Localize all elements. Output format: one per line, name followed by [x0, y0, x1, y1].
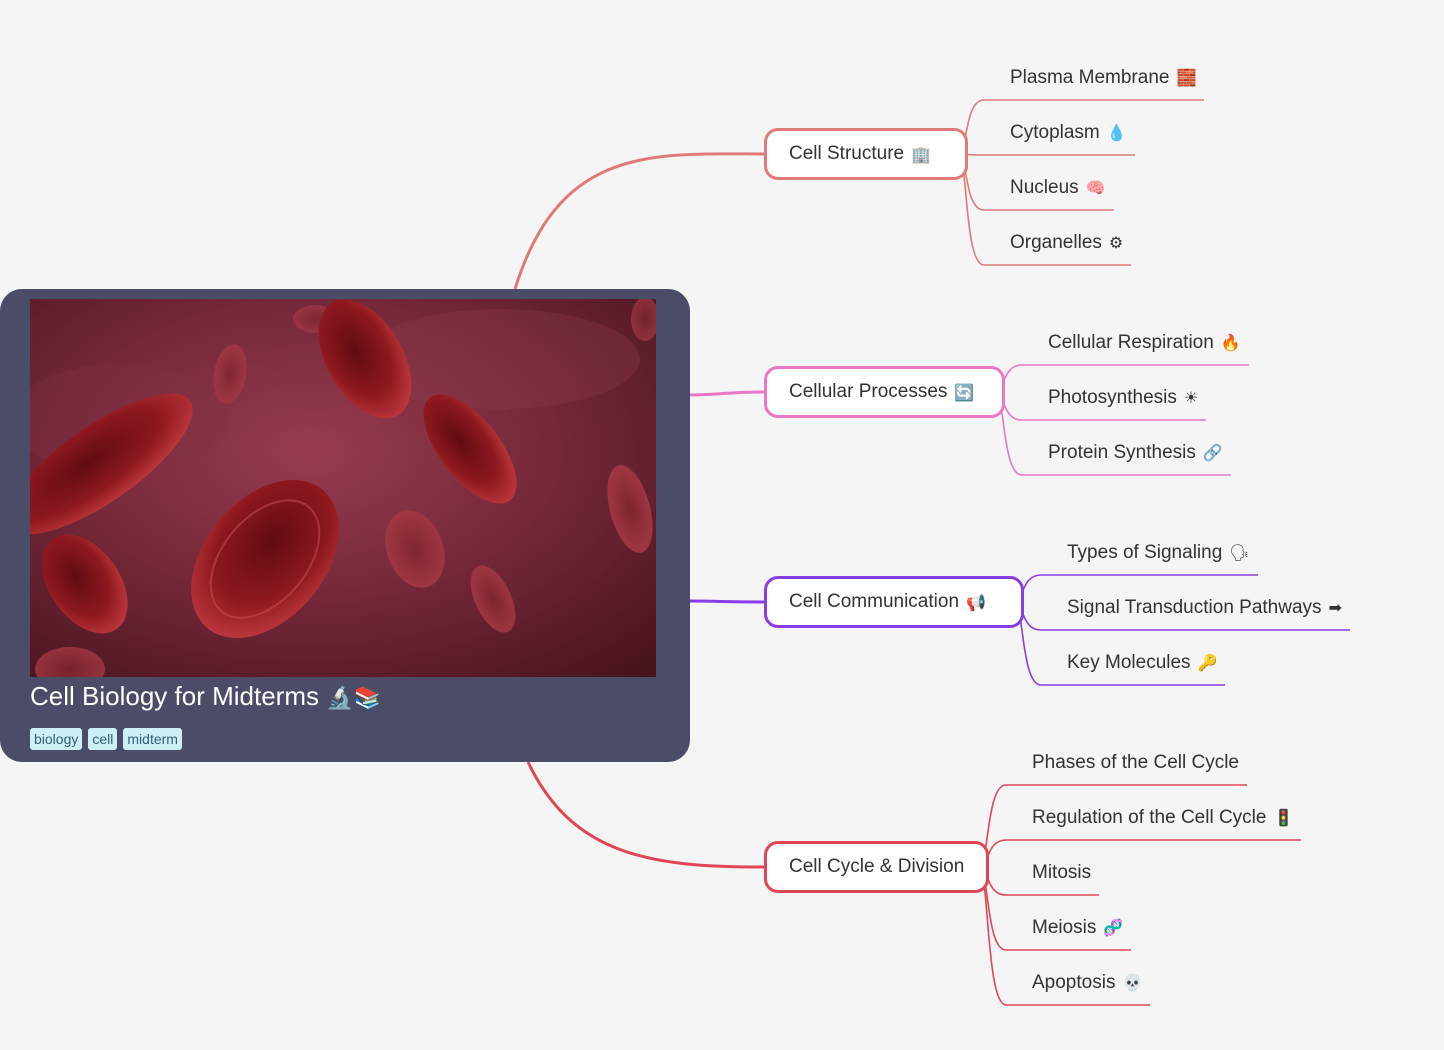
branch-label: Cell Structure: [789, 143, 905, 164]
branch-leaf-connector: [978, 839, 1301, 868]
leaf-label: Photosynthesis: [1048, 387, 1177, 408]
leaf-label: Mitosis: [1032, 862, 1092, 883]
megaphone-icon: 📢: [966, 592, 986, 612]
skull-icon: 💀: [1122, 973, 1143, 992]
sun-icon: ☀: [1183, 388, 1199, 407]
leaf-label: Phases of the Cell Cycle: [1032, 752, 1239, 773]
branch-leaf-connector: [957, 153, 1135, 156]
leaf-key-molecules[interactable]: Key Molecules 🔑: [1067, 649, 1217, 677]
root-title-text: Cell Biology for Midterms: [30, 681, 319, 711]
branch-cellular-processes[interactable]: Cellular Processes 🔄: [764, 366, 1005, 418]
brick-icon: 🧱: [1176, 68, 1197, 87]
root-title: Cell Biology for Midterms 🔬📚: [30, 679, 381, 716]
leaf-label: Apoptosis: [1032, 972, 1116, 993]
tag-list: biology cell midterm: [30, 728, 182, 750]
leaf-cytoplasm[interactable]: Cytoplasm 💧: [1010, 119, 1127, 147]
leaf-phases-of-the-cell-cycle[interactable]: Phases of the Cell Cycle: [1032, 749, 1239, 777]
branch-cell-communication[interactable]: Cell Communication 📢: [764, 576, 1024, 628]
right-arrow-icon: ➡: [1328, 598, 1342, 617]
leaf-signal-transduction-pathways[interactable]: Signal Transduction Pathways ➡: [1067, 594, 1342, 622]
leaf-label: Key Molecules: [1067, 652, 1191, 673]
leaf-mitosis[interactable]: Mitosis: [1032, 859, 1091, 887]
leaf-label: Signal Transduction Pathways: [1067, 597, 1322, 618]
fire-icon: 🔥: [1220, 333, 1241, 352]
leaf-types-of-signaling[interactable]: Types of Signaling 🗣: [1067, 539, 1250, 567]
leaf-photosynthesis[interactable]: Photosynthesis ☀: [1048, 384, 1198, 412]
droplet-icon: 💧: [1106, 123, 1127, 142]
leaf-label: Plasma Membrane: [1010, 67, 1170, 88]
dna-icon: 🧬: [1103, 918, 1124, 937]
leaf-label: Types of Signaling: [1067, 542, 1223, 563]
leaf-label: Protein Synthesis: [1048, 442, 1196, 463]
gear-icon: ⚙: [1108, 233, 1124, 252]
root-branch-connector: [689, 390, 765, 397]
building-icon: 🏢: [911, 144, 932, 164]
speaking-head-icon: 🗣: [1229, 543, 1250, 562]
branch-cell-structure[interactable]: Cell Structure 🏢: [764, 128, 968, 180]
leaf-label: Cellular Respiration: [1048, 332, 1214, 353]
brain-icon: 🧠: [1085, 178, 1106, 197]
root-branch-connector: [526, 761, 765, 869]
leaf-apoptosis[interactable]: Apoptosis 💀: [1032, 969, 1142, 997]
traffic-light-icon: 🚦: [1273, 808, 1294, 827]
tag-biology[interactable]: biology: [30, 728, 83, 750]
key-icon: 🔑: [1197, 653, 1218, 672]
leaf-organelles[interactable]: Organelles ⚙: [1010, 229, 1123, 257]
branch-label: Cellular Processes: [789, 381, 948, 402]
leaf-label: Regulation of the Cell Cycle: [1032, 807, 1267, 828]
leaf-nucleus[interactable]: Nucleus 🧠: [1010, 174, 1106, 202]
root-topic-card[interactable]: Cell Biology for Midterms 🔬📚 biology cel…: [0, 289, 690, 762]
leaf-plasma-membrane[interactable]: Plasma Membrane 🧱: [1010, 64, 1196, 92]
branch-cell-cycle-division[interactable]: Cell Cycle & Division: [764, 841, 989, 893]
link-icon: 🔗: [1202, 443, 1223, 462]
leaf-label: Nucleus: [1010, 177, 1079, 198]
leaf-regulation-of-the-cell-cycle[interactable]: Regulation of the Cell Cycle 🚦: [1032, 804, 1293, 832]
red-blood-cells-image: [30, 299, 656, 677]
leaf-label: Cytoplasm: [1010, 122, 1100, 143]
leaf-label: Organelles: [1010, 232, 1102, 253]
leaf-label: Meiosis: [1032, 917, 1097, 938]
branch-label: Cell Cycle & Division: [789, 856, 965, 877]
leaf-cellular-respiration[interactable]: Cellular Respiration 🔥: [1048, 329, 1241, 357]
root-branch-connector: [513, 152, 765, 290]
cycle-arrows-icon: 🔄: [954, 382, 975, 402]
tag-cell[interactable]: cell: [88, 728, 118, 750]
leaf-meiosis[interactable]: Meiosis 🧬: [1032, 914, 1123, 942]
microscope-books-icon: 🔬📚: [326, 686, 382, 711]
branch-label: Cell Communication: [789, 591, 960, 612]
leaf-protein-synthesis[interactable]: Protein Synthesis 🔗: [1048, 439, 1223, 467]
root-branch-connector: [689, 599, 765, 604]
tag-midterm[interactable]: midterm: [123, 728, 182, 750]
